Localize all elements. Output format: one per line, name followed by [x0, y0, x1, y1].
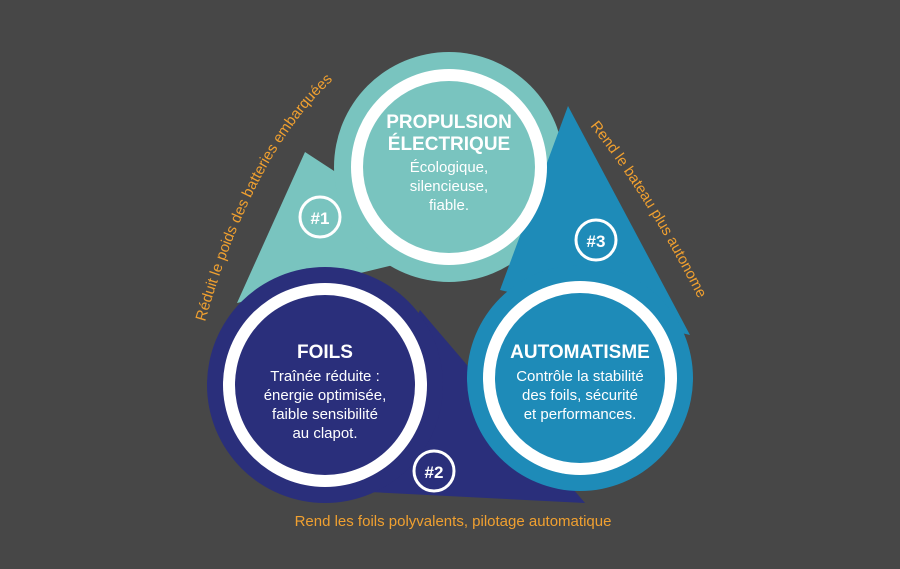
- edge-label-bottom: Rend les foils polyvalents, pilotage aut…: [295, 513, 612, 530]
- propulsion-body-line-3: fiable.: [429, 197, 469, 214]
- propulsion-title-line-2: ÉLECTRIQUE: [388, 133, 510, 155]
- propulsion-node: PROPULSION ÉLECTRIQUE Écologique, silenc…: [351, 69, 547, 265]
- propulsion-body-line-2: silencieuse,: [410, 178, 488, 195]
- propulsion-body-line-1: Écologique,: [410, 159, 488, 176]
- propulsion-title-line-1: PROPULSION: [386, 112, 512, 133]
- foils-body-line-3: faible sensibilité: [272, 406, 378, 423]
- foils-body-line-1: Traînée réduite :: [270, 368, 380, 385]
- foils-title: FOILS: [297, 342, 353, 363]
- foils-node: FOILS Traînée réduite : énergie optimisé…: [223, 283, 427, 487]
- foils-body-line-4: au clapot.: [292, 425, 357, 442]
- badge-2-circle: [412, 449, 456, 493]
- badge-1: #1: [298, 195, 342, 239]
- badge-3: #3: [574, 218, 618, 262]
- propulsion-inner: [363, 81, 535, 253]
- badge-2-label: #2: [425, 463, 444, 482]
- badge-3-circle: [574, 218, 618, 262]
- badge-2: #2: [412, 449, 456, 493]
- automatisme-title: AUTOMATISME: [510, 342, 650, 363]
- propulsion-tail: [237, 152, 455, 303]
- automatisme-body-line-2: des foils, sécurité: [522, 387, 638, 404]
- automatisme-body-line-1: Contrôle la stabilité: [516, 368, 644, 385]
- foils-inner: [235, 295, 415, 475]
- badge-1-circle: [298, 195, 342, 239]
- automatisme-inner: [495, 293, 665, 463]
- automatisme-node: AUTOMATISME Contrôle la stabilité des fo…: [483, 281, 677, 475]
- automatisme-body-line-3: et performances.: [524, 406, 637, 423]
- foils-body-line-2: énergie optimisée,: [264, 387, 387, 404]
- badge-1-label: #1: [311, 209, 330, 228]
- badge-3-label: #3: [587, 232, 606, 251]
